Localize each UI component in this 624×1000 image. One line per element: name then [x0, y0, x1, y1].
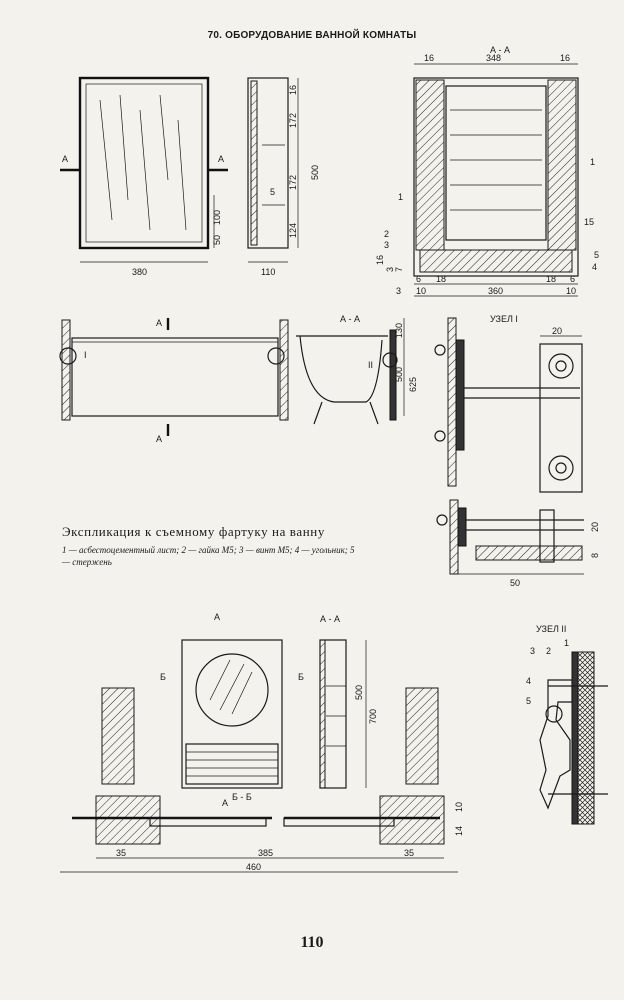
part-1-right: 1 — [590, 157, 595, 167]
section-aa-top: А - А 16 348 16 1 1 15 2 3 5 4 3 16 3 7 … — [375, 45, 599, 297]
dim-15: 15 — [584, 217, 594, 227]
explication-heading: Экспликация к съемному фартуку на ванну — [62, 524, 325, 539]
dim-6-l: 6 — [416, 274, 421, 284]
dim-385: 385 — [258, 848, 273, 858]
roman-2-mark: II — [368, 360, 373, 370]
explication: Экспликация к съемному фартуку на ванну … — [62, 524, 362, 568]
dim-10-bb: 10 — [454, 802, 464, 812]
node-2-detail: УЗЕЛ II 3 2 1 4 5 — [526, 624, 608, 825]
node2-part-4: 4 — [526, 676, 531, 686]
dim-8-vert: 8 — [590, 553, 600, 558]
node-1-detail: УЗЕЛ I 20 — [434, 314, 583, 493]
label-b-right: Б — [298, 672, 304, 682]
dim-35-l: 35 — [116, 848, 126, 858]
section-aa-title-1: А - А — [490, 45, 510, 55]
label-b-left: Б — [160, 672, 166, 682]
dim-16-r: 16 — [560, 53, 570, 63]
part-3b: 3 — [396, 286, 401, 296]
dim-130: 130 — [394, 323, 404, 338]
section-aa-title-3: А - А — [320, 614, 340, 624]
dim-14: 14 — [454, 826, 464, 836]
explication-items: 1 — асбестоцементный лист; 2 — гайка М5;… — [62, 545, 355, 567]
dim-348: 348 — [486, 53, 501, 63]
dim-20-node1: 20 — [552, 326, 562, 336]
section-aa-title-2: А - А — [340, 314, 360, 324]
node2-part-5: 5 — [526, 696, 531, 706]
dim-3-v: 3 — [385, 267, 395, 272]
dim-360: 360 — [488, 286, 503, 296]
dim-10-r: 10 — [566, 286, 576, 296]
dim-50: 50 — [212, 235, 222, 245]
dim-500-side: 500 — [310, 165, 320, 180]
dim-110: 110 — [261, 267, 275, 277]
part-2: 2 — [384, 229, 389, 239]
dim-700: 700 — [368, 709, 378, 724]
label-a-right: А — [218, 154, 224, 164]
dim-124: 124 — [288, 223, 298, 238]
dim-50-node1: 50 — [510, 578, 520, 588]
node2-part-1: 1 — [564, 638, 569, 648]
cabinet-section-aa: А - А 500 700 — [319, 614, 378, 789]
dim-18-l: 18 — [436, 274, 446, 284]
section-bb: Б - Б 35 385 35 460 14 10 — [60, 687, 464, 873]
node-2-title: УЗЕЛ II — [536, 624, 566, 634]
label-a-bath-bottom: А — [156, 434, 162, 444]
dim-500-cab: 500 — [354, 685, 364, 700]
node-5-mark: 5 — [270, 187, 275, 197]
page-title: 70. ОБОРУДОВАНИЕ ВАННОЙ КОМНАТЫ — [207, 30, 417, 41]
dim-6-r: 6 — [570, 274, 575, 284]
dim-100: 100 — [212, 210, 222, 225]
part-3: 3 — [384, 240, 389, 250]
section-bb-title: Б - Б — [232, 792, 252, 802]
dim-16-top: 16 — [288, 85, 298, 95]
dim-172-a: 172 — [288, 113, 298, 128]
dim-16-l: 16 — [424, 53, 434, 63]
node2-part-3: 3 — [530, 646, 535, 656]
mirror-front-view: А А 380 100 50 — [60, 76, 228, 277]
part-4: 4 — [592, 262, 597, 272]
dim-10-l: 10 — [416, 286, 426, 296]
dim-380: 380 — [132, 267, 147, 277]
page-number: 110 — [300, 934, 324, 951]
label-a-bath-top: А — [156, 318, 162, 328]
node2-part-2: 2 — [546, 646, 551, 656]
label-a-cab-top: А — [214, 612, 220, 622]
dim-460: 460 — [246, 862, 261, 872]
roman-1-mark: I — [84, 350, 87, 360]
mirror-side-section: 5 110 16 172 172 124 500 — [247, 77, 320, 277]
label-a-left: А — [62, 154, 68, 164]
part-5: 5 — [594, 250, 599, 260]
dim-35-r: 35 — [404, 848, 414, 858]
node-1-title: УЗЕЛ I — [490, 314, 518, 324]
part-1-left: 1 — [398, 192, 403, 202]
bath-section-aa: А - А II 130 500 625 — [296, 314, 418, 425]
node-1-lower-detail: 50 20 8 — [436, 499, 600, 588]
dim-500-bath: 500 — [394, 367, 404, 382]
label-a-cab-bottom: А — [222, 798, 228, 808]
dim-20-vert: 20 — [590, 522, 600, 532]
dim-16-v: 16 — [375, 255, 385, 265]
bath-front-view: I А А — [59, 318, 289, 444]
dim-625: 625 — [408, 377, 418, 392]
dim-7-v: 7 — [394, 267, 404, 272]
dim-172-b: 172 — [288, 175, 298, 190]
dim-18-r: 18 — [546, 274, 556, 284]
cabinet-front: А А Б Б — [160, 612, 304, 808]
